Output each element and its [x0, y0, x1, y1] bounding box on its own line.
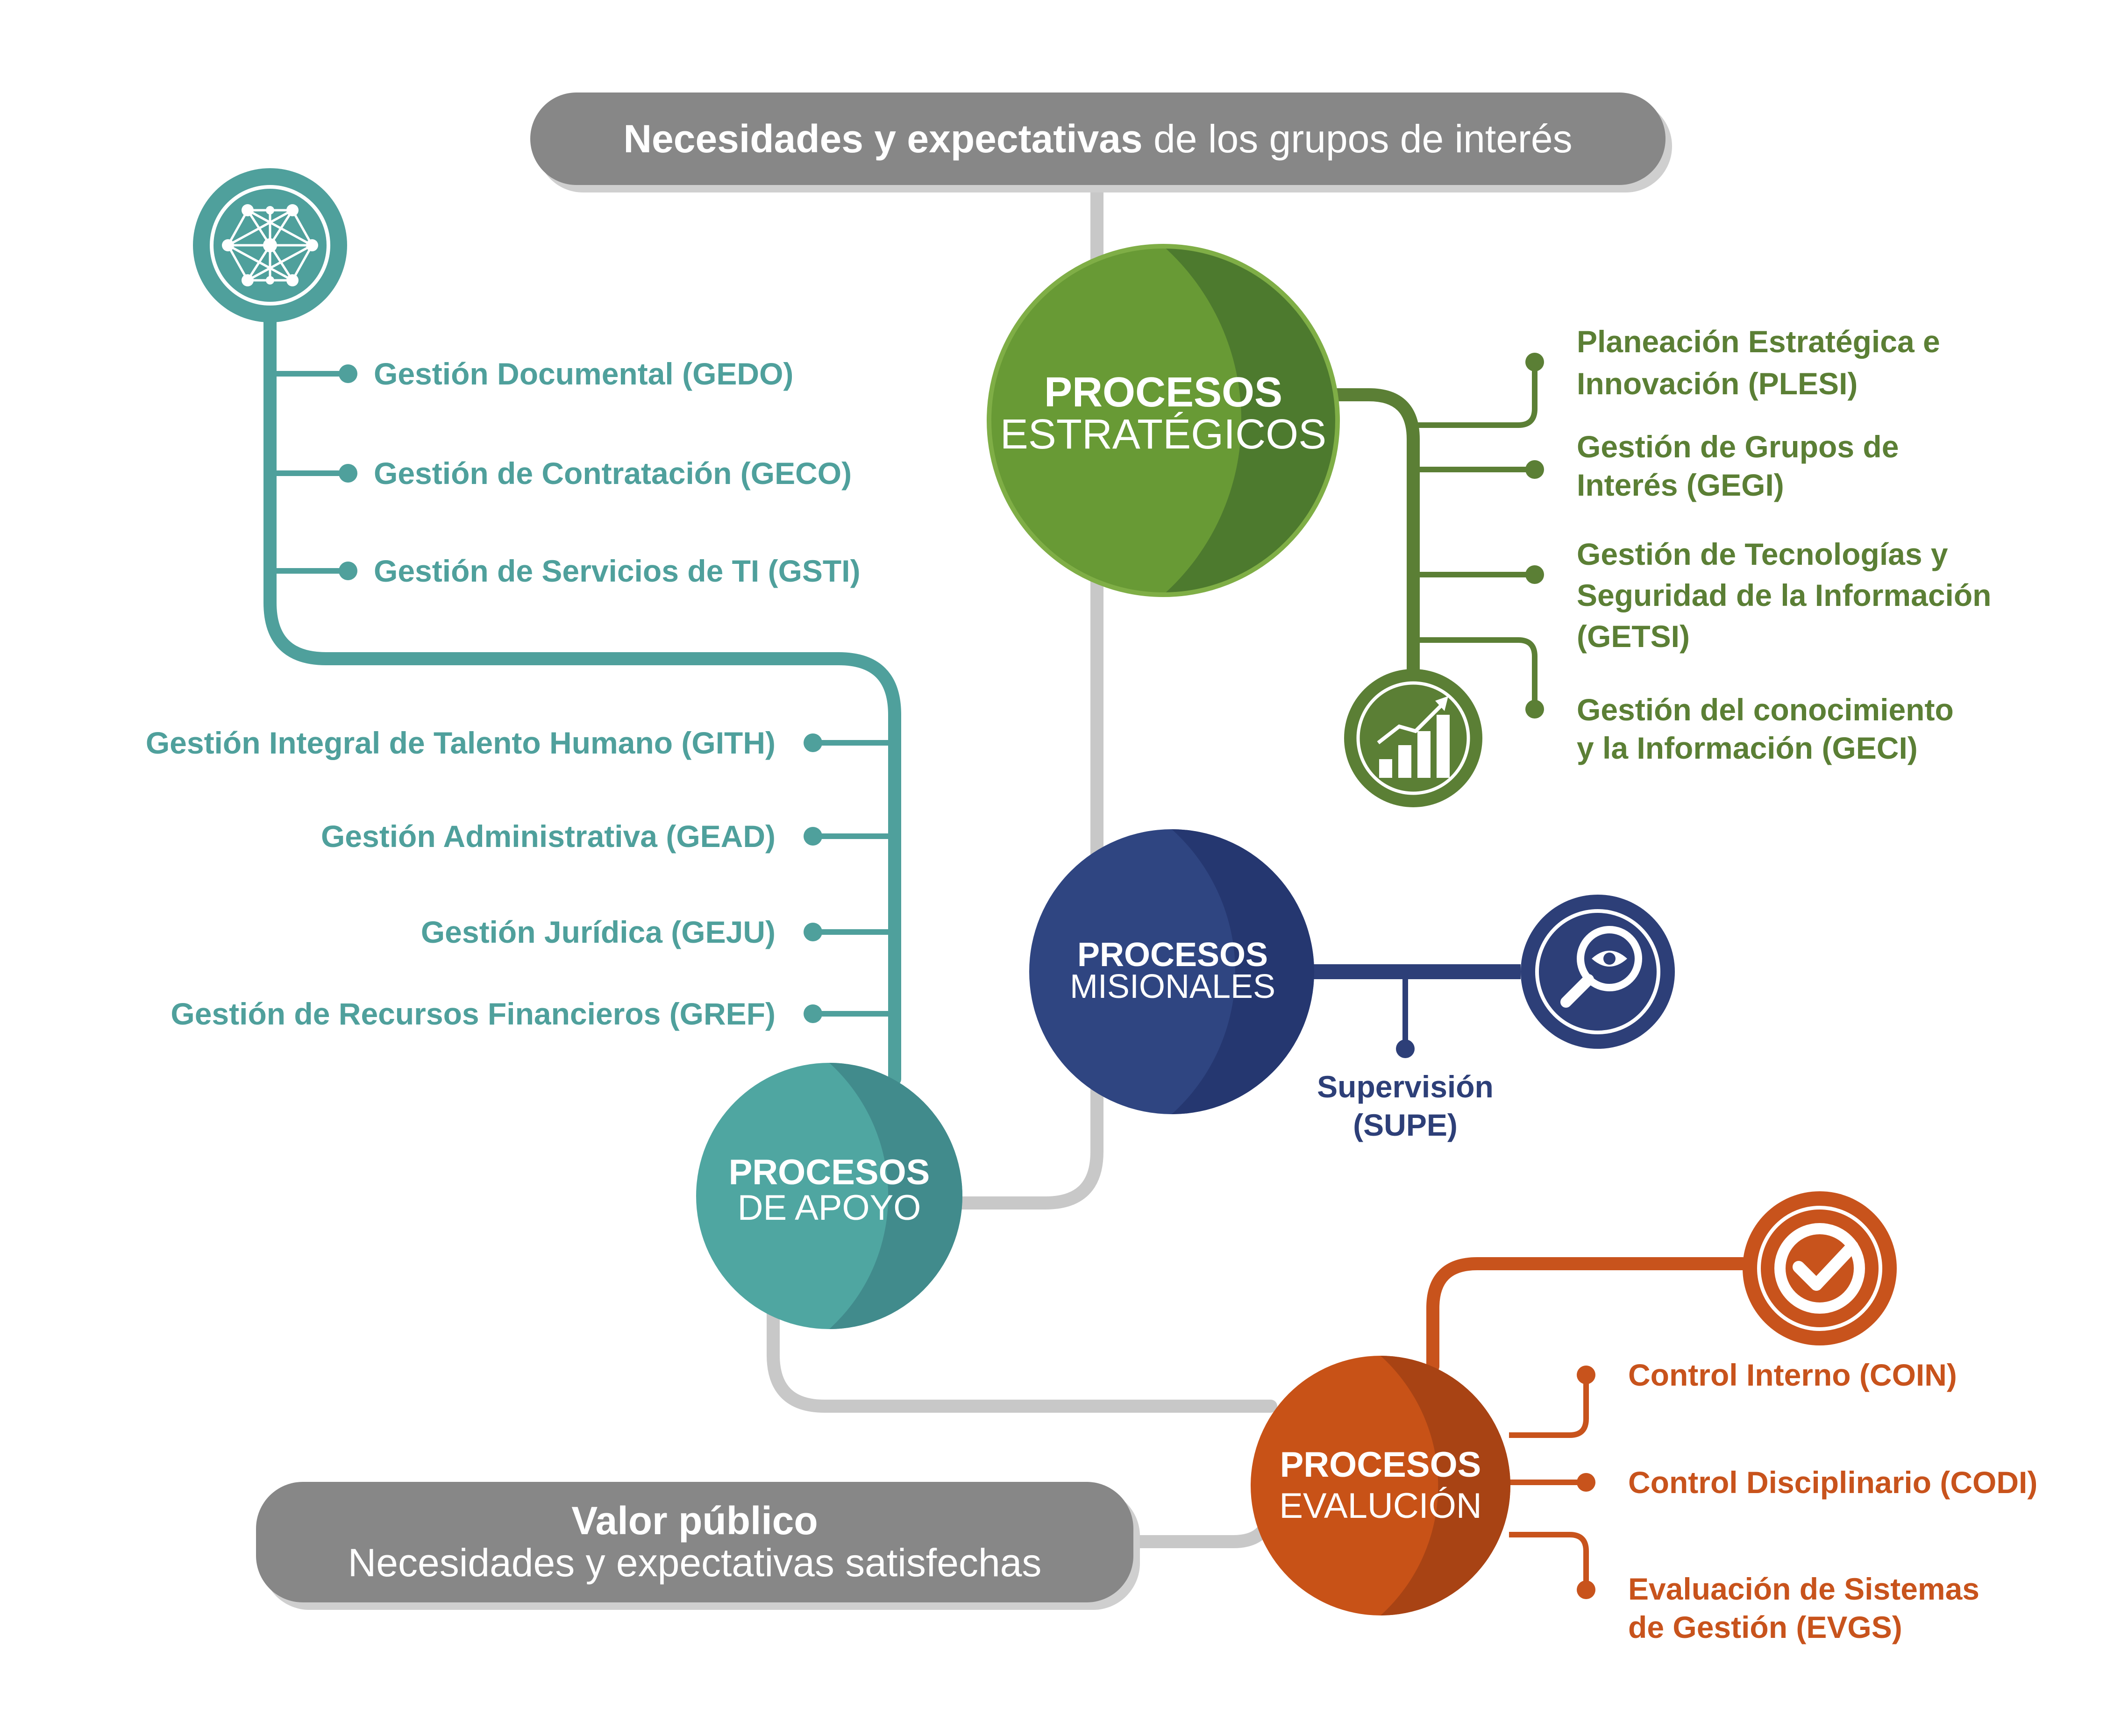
item-supe-line2: (SUPE): [1353, 1108, 1458, 1142]
dot-coin: [1577, 1366, 1595, 1384]
item-getsi-line1: Gestión de Tecnologías y: [1577, 537, 1948, 571]
evaluacion-label: PROCESOS EVALUCIÓN: [1243, 1444, 1518, 1527]
apoyo-main-branch: [263, 311, 901, 1086]
estrategicos-main-branch: [1330, 388, 1420, 684]
footer-pill: Valor público Necesidades y expectativas…: [256, 1482, 1133, 1602]
dot-getsi: [1525, 565, 1544, 584]
evaluacion-item-connectors: [1509, 1375, 1589, 1590]
estrategicos-title: PROCESOS: [1044, 369, 1283, 416]
item-supe-line1: Supervisión: [1317, 1069, 1494, 1104]
apoyo-item-connectors: [270, 371, 895, 1017]
evaluacion-main-branch: [1426, 1257, 1749, 1373]
apoyo-label: PROCESOS DE APOYO: [691, 1155, 967, 1226]
dot-evgs: [1577, 1580, 1595, 1599]
item-gedo: Gestión Documental (GEDO): [374, 356, 794, 391]
estrategicos-item-dots: [1525, 353, 1544, 719]
item-geci: Gestión del conocimiento y la Informació…: [1577, 690, 1954, 767]
item-plesi: Planeación Estratégica e Innovación (PLE…: [1577, 322, 1940, 403]
header-normal-text: de los grupos de interés: [1142, 117, 1573, 161]
connector-evgs: [1509, 1532, 1589, 1590]
item-geju: Gestión Jurídica (GEJU): [420, 915, 776, 949]
dot-supe: [1396, 1039, 1415, 1058]
dot-gegi: [1525, 460, 1544, 479]
dot-plesi: [1525, 353, 1544, 371]
item-gegi-line2: Interés (GEGI): [1577, 468, 1784, 502]
item-gsti: Gestión de Servicios de TI (GSTI): [374, 554, 861, 588]
apoyo-title: PROCESOS: [728, 1153, 930, 1192]
evaluacion-circle: [1251, 1356, 1510, 1615]
dot-codi: [1577, 1473, 1595, 1492]
apoyo-connectors: [263, 311, 901, 1086]
connector-geci: [1413, 637, 1537, 709]
misionales-circle: [1029, 829, 1314, 1114]
item-gead: Gestión Administrativa (GEAD): [320, 819, 776, 854]
dot-geju: [804, 923, 822, 941]
estrategicos-circle: [987, 244, 1340, 597]
item-geco: Gestión de Contratación (GECO): [374, 456, 852, 491]
item-plesi-line2: Innovación (PLESI): [1577, 366, 1858, 401]
estrategicos-connectors: [1330, 388, 1420, 684]
apoyo-item-dots: [339, 364, 822, 1023]
item-evgs-line1: Evaluación de Sistemas: [1628, 1572, 1980, 1606]
estrategicos-subtitle: ESTRATÉGICOS: [1000, 411, 1327, 458]
item-coin: Control Interno (COIN): [1628, 1358, 1957, 1392]
evaluacion-item-dots: [1577, 1366, 1595, 1599]
dot-gsti: [339, 562, 357, 580]
magnifier-eye-icon: [1521, 895, 1675, 1049]
item-gith: Gestión Integral de Talento Humano (GITH…: [145, 726, 776, 760]
spine-apoyo-to-evaluacion: [767, 1302, 1277, 1413]
footer-title: Valor público: [571, 1499, 818, 1543]
item-geci-line1: Gestión del conocimiento: [1577, 692, 1954, 727]
item-supe: Supervisión (SUPE): [1288, 1067, 1522, 1144]
dot-gith: [804, 733, 822, 752]
item-codi: Control Disciplinario (CODI): [1628, 1465, 2038, 1500]
header-bold-text: Necesidades y expectativas: [623, 117, 1143, 161]
growth-chart-icon: [1344, 669, 1482, 807]
item-gegi-line1: Gestión de Grupos de: [1577, 429, 1899, 464]
evaluacion-connectors: [1426, 1257, 1749, 1373]
spine-header-to-apoyo: [932, 185, 1103, 1210]
misionales-label: PROCESOS MISIONALES: [1028, 936, 1317, 1005]
estrategicos-label: PROCESOS ESTRATÉGICOS: [986, 371, 1341, 455]
item-gegi: Gestión de Grupos de Interés (GEGI): [1577, 427, 1899, 504]
dot-gref: [804, 1004, 822, 1023]
connector-plesi: [1413, 362, 1537, 428]
dot-geco: [339, 464, 357, 483]
item-plesi-line1: Planeación Estratégica e: [1577, 324, 1940, 359]
item-getsi-line2: Seguridad de la Información: [1577, 578, 1992, 612]
item-getsi-line3: (GETSI): [1577, 619, 1690, 654]
checkmark-icon: [1743, 1191, 1897, 1345]
evaluacion-subtitle: EVALUCIÓN: [1279, 1486, 1482, 1526]
item-evgs-line2: de Gestión (EVGS): [1628, 1610, 1902, 1644]
misionales-subtitle: MISIONALES: [1069, 968, 1276, 1005]
dot-gedo: [339, 364, 357, 383]
evaluacion-title: PROCESOS: [1280, 1445, 1481, 1485]
misionales-connectors: [1313, 964, 1521, 1049]
dot-geci: [1525, 700, 1544, 719]
item-evgs: Evaluación de Sistemas de Gestión (EVGS): [1628, 1570, 1979, 1646]
item-getsi: Gestión de Tecnologías y Seguridad de la…: [1577, 535, 1992, 655]
item-geci-line2: y la Información (GECI): [1577, 731, 1918, 765]
footer-subtitle: Necesidades y expectativas satisfechas: [348, 1541, 1042, 1585]
apoyo-circle: [696, 1063, 962, 1329]
item-gref: Gestión de Recursos Financieros (GREF): [171, 996, 776, 1031]
misionales-title: PROCESOS: [1077, 936, 1268, 974]
header-pill: Necesidades y expectativas de los grupos…: [530, 92, 1666, 185]
dot-gead: [804, 827, 822, 846]
connector-coin: [1509, 1375, 1589, 1438]
network-icon: [193, 168, 347, 322]
estrategicos-item-connectors: [1413, 362, 1537, 709]
apoyo-subtitle: DE APOYO: [737, 1188, 921, 1228]
